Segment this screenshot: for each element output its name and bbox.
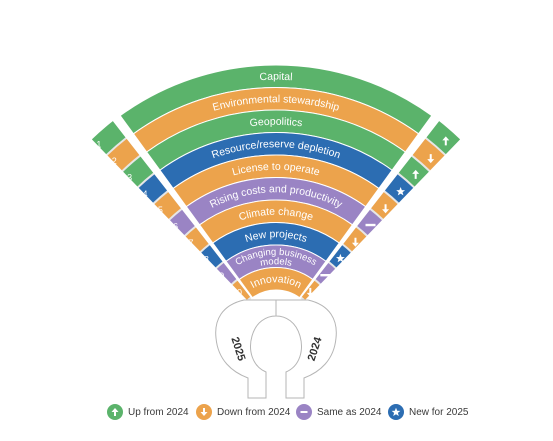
change-cell-2024 (315, 263, 336, 284)
arrow-up-icon (412, 169, 420, 179)
change-cell-2024 (384, 174, 414, 203)
arrow-down-icon (351, 237, 359, 247)
legend-label: Up from 2024 (128, 406, 189, 418)
arrow-down-icon (196, 404, 212, 420)
legend-label: Same as 2024 (317, 406, 382, 418)
rank-number: 6 (173, 222, 178, 232)
rank-number: 1 (96, 139, 101, 149)
rank-cell-2025 (216, 263, 237, 284)
rank-cell-2025 (185, 227, 209, 252)
arrow-down-icon (427, 154, 435, 164)
dash-icon (296, 404, 312, 420)
arc-label: Geopolitics (249, 116, 303, 130)
arc-label: Innovation (248, 273, 303, 291)
rank-number: 4 (142, 189, 147, 199)
dash-icon (320, 273, 331, 277)
arc-label: New projects (244, 228, 309, 245)
rank-number: 3 (127, 172, 132, 182)
arc-label: models (259, 256, 293, 269)
rank-cell-2025 (123, 156, 154, 187)
arrow-down-icon (306, 287, 314, 297)
legend-item-same: Same as 2024 (296, 400, 382, 424)
arc-label: Climate change (237, 206, 314, 224)
rank-number: 9 (219, 271, 224, 281)
change-cell-2024 (357, 209, 382, 236)
rank-number: 8 (204, 255, 209, 265)
arc-band-group (119, 64, 433, 299)
rank-number: 7 (189, 238, 194, 248)
arc-band (238, 266, 314, 299)
legend-item-up: Up from 2024 (107, 400, 189, 424)
rank-cell-2025 (154, 192, 181, 219)
change-cell-2024 (398, 156, 429, 187)
rank-cell-2025 (91, 121, 126, 155)
star-icon (388, 404, 404, 420)
base-2024 (275, 299, 337, 399)
arrow-up-icon (107, 404, 123, 420)
legend-label: New for 2025 (409, 406, 469, 418)
rank-number: 5 (158, 205, 163, 215)
star-icon (336, 253, 345, 263)
rank-cell-2025 (232, 280, 251, 300)
arrow-up-icon (442, 136, 450, 146)
star-icon (396, 186, 406, 196)
rank-cell-2025 (170, 209, 195, 236)
rank-number: 10 (232, 288, 242, 298)
base-2025 (215, 299, 277, 399)
legend-label: Down from 2024 (217, 406, 291, 418)
spoke-group: 1 234 56 789 10 (91, 121, 461, 302)
legend-item-new: New for 2025 (388, 400, 468, 424)
rank-number: 2 (112, 156, 117, 166)
dash-icon (365, 223, 376, 227)
rank-cell-2025 (138, 174, 168, 203)
rank-cell-2025 (201, 245, 223, 268)
change-cell-2024 (371, 192, 398, 219)
arc-label: License to operate (231, 161, 321, 179)
legend: Up from 2024 Down from 2024 Same as 2024… (0, 400, 553, 424)
rank-cell-2025 (107, 138, 140, 171)
legend-item-down: Down from 2024 (196, 400, 290, 424)
change-cell-2024 (426, 121, 461, 155)
arrow-down-icon (382, 204, 390, 214)
change-cell-2024 (412, 138, 445, 171)
arc-label: Capital (259, 71, 293, 84)
